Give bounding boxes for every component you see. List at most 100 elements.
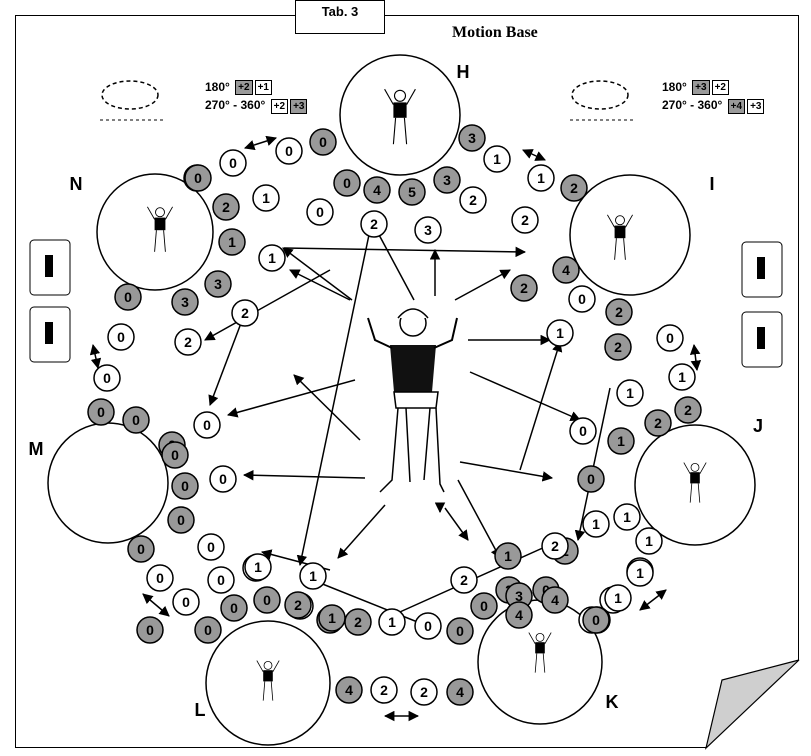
count-circle <box>360 210 388 238</box>
count-value: 0 <box>132 412 140 428</box>
count-circle <box>299 562 327 590</box>
count-circle <box>220 594 248 622</box>
count-circle <box>167 506 195 534</box>
count-circle <box>378 608 406 636</box>
count-circle <box>197 533 225 561</box>
count-circle <box>541 532 569 560</box>
count-circle <box>107 323 135 351</box>
count-value: 0 <box>182 594 190 610</box>
count-value: 0 <box>456 623 464 639</box>
count-circle <box>458 124 486 152</box>
count-value: 0 <box>316 204 324 220</box>
count-circle <box>674 396 702 424</box>
count-value: 1 <box>645 533 653 549</box>
count-circle <box>161 441 189 469</box>
rot-left-val: +3 <box>290 98 308 114</box>
count-circle <box>194 616 222 644</box>
transition-arrow <box>89 343 102 370</box>
count-value: 1 <box>254 559 262 575</box>
tab-label: Tab. 3 <box>295 0 385 34</box>
side-figure-icon <box>45 255 53 277</box>
count-value: 3 <box>443 172 451 188</box>
station-label: K <box>606 692 619 712</box>
count-value: 2 <box>420 684 428 700</box>
count-circle <box>275 137 303 165</box>
link-arrow <box>519 340 563 471</box>
count-circle <box>306 198 334 226</box>
count-value: 4 <box>373 182 381 198</box>
count-value: 2 <box>521 212 529 228</box>
page-title: Motion Base <box>452 24 538 41</box>
direction-arrow <box>459 461 554 482</box>
count-value: 2 <box>615 304 623 320</box>
transition-arrow <box>142 593 170 617</box>
count-value: 1 <box>493 151 501 167</box>
count-circle <box>209 465 237 493</box>
rot-left-val: +2 <box>270 98 289 114</box>
count-circle <box>511 206 539 234</box>
count-circle <box>577 465 605 493</box>
gymnast-figure <box>256 660 280 701</box>
count-circle <box>644 409 672 437</box>
count-circle <box>171 288 199 316</box>
count-value: 2 <box>551 538 559 554</box>
count-circle <box>569 417 597 445</box>
page-curl-icon <box>704 659 800 750</box>
rotation-swirl-icon <box>571 80 629 110</box>
count-circle <box>146 564 174 592</box>
side-figure-icon <box>757 257 765 279</box>
count-circle <box>616 379 644 407</box>
station-circle <box>205 620 331 746</box>
count-value: 0 <box>156 570 164 586</box>
count-value: 0 <box>230 600 238 616</box>
count-value: 0 <box>579 423 587 439</box>
station-circle <box>96 173 214 291</box>
station-label: I <box>709 174 714 194</box>
count-value: 1 <box>592 516 600 532</box>
count-value: 0 <box>666 330 674 346</box>
count-value: 0 <box>137 541 145 557</box>
count-value: 0 <box>578 291 586 307</box>
count-value: 3 <box>424 222 432 238</box>
transition-arrow <box>639 589 667 611</box>
count-value: 1 <box>228 234 236 250</box>
count-value: 4 <box>515 607 523 623</box>
count-value: 3 <box>181 294 189 310</box>
direction-arrow <box>289 269 351 301</box>
station-label: M <box>29 439 44 459</box>
count-circle <box>552 256 580 284</box>
count-circle <box>446 617 474 645</box>
count-circle <box>613 503 641 531</box>
direction-arrow <box>226 379 356 418</box>
count-value: 0 <box>319 134 327 150</box>
direction-arrow <box>454 269 511 301</box>
station-label: L <box>195 700 206 720</box>
rot-right-deg2: 270° - 360° <box>662 98 723 113</box>
rot-right-val: +3 <box>692 80 710 96</box>
count-value: 1 <box>636 565 644 581</box>
direction-arrow <box>282 247 353 301</box>
count-circle <box>93 364 121 392</box>
count-value: 2 <box>380 682 388 698</box>
station-circle <box>569 174 691 296</box>
count-value: 1 <box>623 509 631 525</box>
count-circle <box>204 270 232 298</box>
count-value: 0 <box>97 404 105 420</box>
count-value: 0 <box>229 155 237 171</box>
count-circle <box>450 566 478 594</box>
count-circle <box>171 472 199 500</box>
count-value: 0 <box>263 592 271 608</box>
count-value: 0 <box>103 370 111 386</box>
count-circle <box>510 274 538 302</box>
direction-arrow <box>293 374 361 441</box>
count-circle <box>218 228 246 256</box>
count-circle <box>605 298 633 326</box>
count-value: 2 <box>241 305 249 321</box>
count-value: 0 <box>219 471 227 487</box>
count-value: 2 <box>614 339 622 355</box>
count-value: 0 <box>343 175 351 191</box>
gymnast-figure <box>528 632 552 673</box>
link-arrow <box>574 387 611 542</box>
count-value: 0 <box>204 622 212 638</box>
